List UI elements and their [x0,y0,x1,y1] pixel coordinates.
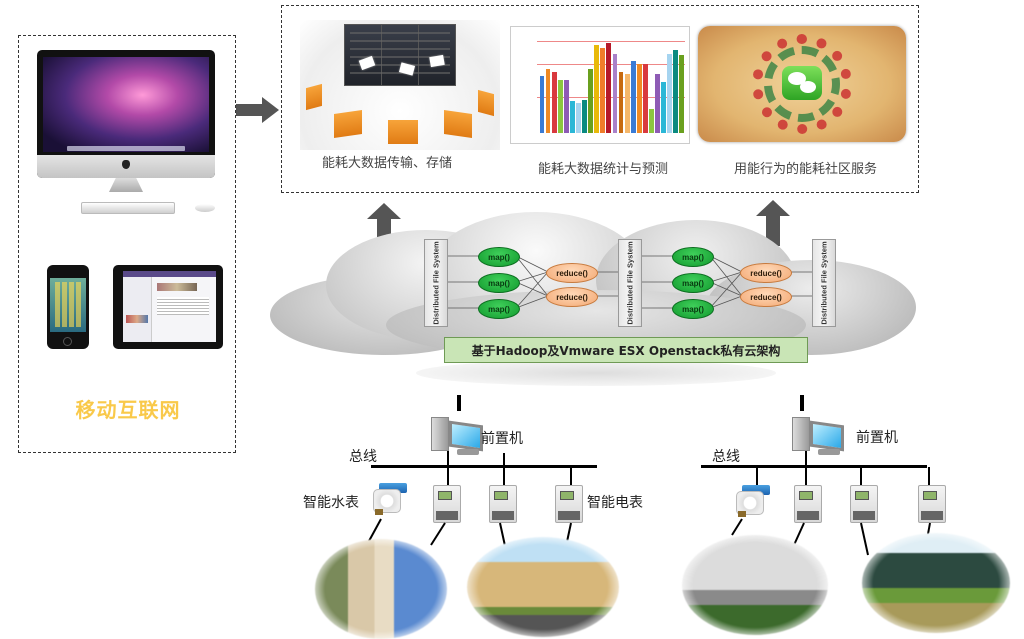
mini-chart-bar [655,74,660,133]
services-panel: 能耗大数据传输、存储 能耗大数据统计与预测 用能行为的能耗社区服务 [281,5,919,193]
mini-chart-bar [588,68,594,133]
electric-meter-icon [433,485,461,523]
service-item-statistics: 能耗大数据统计与预测 [510,20,690,180]
mini-chart-bar [642,64,648,133]
mini-chart-bar [612,53,618,133]
bus-label: 总线 [349,449,377,465]
map-node: map() [672,299,714,319]
mini-chart-bar [539,75,545,133]
reduce-node: reduce() [546,287,598,307]
server-files-icon [300,20,500,150]
electric-meter-icon [555,485,583,523]
frontend-computer-icon [792,413,850,459]
mini-chart-bar [649,109,654,133]
mini-chart-bar [569,100,575,133]
water-meter-icon [736,485,772,519]
mini-chart-bar [630,61,636,133]
map-node: map() [672,273,714,293]
distributed-file-system-1: Distributed File System [424,239,448,327]
reduce-node: reduce() [740,287,792,307]
private-cloud: Distributed File System Distributed File… [266,200,926,390]
bar-chart-icon [510,26,690,144]
mini-chart-bar [606,42,612,133]
electric-meter-icon [850,485,878,523]
map-node: map() [478,247,520,267]
mini-chart-bar [661,82,667,133]
mini-chart-bar [600,48,606,133]
building-photo [467,537,619,637]
meter-network-2: 前置机 总线 [680,395,1024,638]
map-node: map() [478,299,520,319]
water-meter-label: 智能水表 [303,495,359,511]
mini-chart-bar [618,72,624,133]
distributed-file-system-2: Distributed File System [618,239,642,327]
map-node: map() [672,247,714,267]
reduce-node: reduce() [546,263,598,283]
mini-chart-bar [594,44,600,133]
mapreduce-connections [448,255,812,309]
arrow-right-icon [236,97,280,123]
mini-chart-bar [557,79,563,133]
community-wechat-icon [698,26,906,142]
mini-chart-bar [551,72,557,133]
bus-line [371,465,597,468]
mini-chart-bar [582,99,587,133]
electric-meter-label: 智能电表 [587,495,643,511]
electric-meter-icon [794,485,822,523]
meter-network-1: 前置机 总线 智能水表 智能电表 [295,395,675,639]
service-caption-storage: 能耗大数据传输、存储 [322,156,453,171]
mini-chart-bar [624,74,630,133]
tablet-icon [113,265,223,349]
building-photo [862,533,1010,633]
mini-chart-bar [576,102,581,133]
reduce-node: reduce() [740,263,792,283]
smartphone-icon [47,265,89,349]
mobile-internet-panel: 移动互联网 [18,35,236,453]
water-meter-icon [373,483,409,517]
building-photo [315,539,447,639]
cloud-architecture-caption: 基于Hadoop及Vmware ESX Openstack私有云架构 [444,337,808,363]
service-caption-community: 用能行为的能耗社区服务 [734,162,878,177]
desktop-computer-icon [37,50,215,218]
mini-chart-bar [679,54,685,133]
service-item-storage: 能耗大数据传输、存储 [300,20,500,171]
electric-meter-icon [489,485,517,523]
frontend-label: 前置机 [481,431,523,447]
bus-label: 总线 [712,449,740,465]
service-item-community: 用能行为的能耗社区服务 [698,26,908,186]
mini-chart-bar [673,50,679,133]
frontend-label: 前置机 [856,430,898,446]
distributed-file-system-3: Distributed File System [812,239,836,327]
mini-chart-bar [667,53,673,133]
bus-line [701,465,927,468]
mobile-internet-title: 移动互联网 [75,398,181,422]
mini-chart-bar [545,68,551,133]
electric-meter-icon [918,485,946,523]
frontend-computer-icon [431,413,489,459]
map-node: map() [478,273,520,293]
building-photo [682,535,828,635]
mini-chart-bar [563,79,569,133]
service-caption-statistics: 能耗大数据统计与预测 [538,162,669,177]
mini-chart-bar [636,64,642,133]
